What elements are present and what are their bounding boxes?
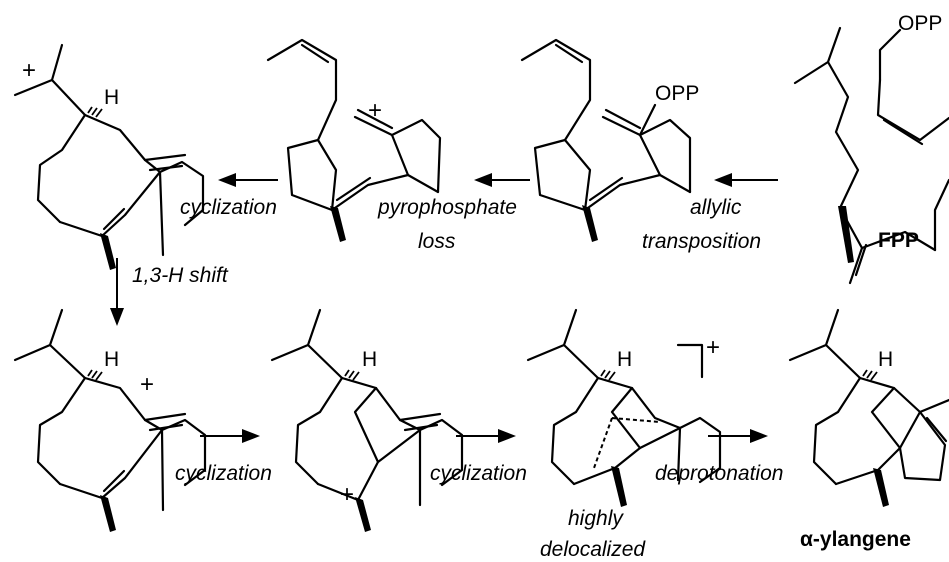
label-transposition: transposition: [642, 230, 761, 253]
opp-label: OPP: [655, 82, 699, 105]
charge-plus: +: [22, 57, 36, 84]
label-13-h-shift: 1,3-H shift: [132, 264, 229, 287]
molecule-allylic-cation: +: [266, 38, 442, 242]
label-cyclization-1: cyclization: [180, 196, 277, 219]
h-label: H: [362, 348, 377, 371]
arrow-hydride-shift: 1,3-H shift: [110, 258, 229, 326]
label-delocalized: delocalized: [540, 538, 646, 561]
label-cyclization-3: cyclization: [430, 462, 527, 485]
methyl-wedge: [100, 233, 116, 270]
methyl-wedge: [838, 206, 854, 263]
molecule-alpha-ylangene: H α-ylangene: [788, 308, 949, 551]
methyl-wedge: [330, 206, 346, 242]
label-highly: highly: [568, 507, 624, 530]
methyl-wedge: [100, 495, 116, 532]
methyl-wedge: [611, 466, 627, 507]
label-cyclization-2: cyclization: [175, 462, 272, 485]
h-label: H: [878, 348, 893, 371]
arrow-allylic-transposition: allylic transposition: [642, 173, 778, 253]
fpp-name: FPP: [878, 229, 919, 252]
charge-plus: +: [368, 97, 382, 124]
arrow-pyrophosphate-loss: pyrophosphate loss: [377, 173, 530, 253]
molecule-delocalized-cation: H + highly delocalized: [526, 308, 722, 561]
label-deprotonation: deprotonation: [655, 462, 783, 485]
label-allylic: allylic: [690, 196, 742, 219]
molecule-nerolidyl-opp: OPP: [520, 38, 699, 242]
label-loss: loss: [418, 230, 456, 253]
methyl-wedge: [873, 468, 889, 507]
arrow-cyclization-2: cyclization: [175, 429, 272, 485]
h-label: H: [617, 348, 632, 371]
molecule-fpp: OPP FPP: [793, 12, 949, 285]
charge-plus: +: [706, 334, 720, 361]
methyl-wedge: [582, 205, 598, 242]
arrow-cyclization-3: cyclization: [430, 429, 527, 485]
methyl-wedge: [355, 497, 371, 532]
arrow-cyclization-1: cyclization: [180, 173, 278, 219]
molecule-germacradienyl-cation: + H: [13, 43, 205, 270]
label-pyrophosphate: pyrophosphate: [377, 196, 517, 219]
h-label: H: [104, 348, 119, 371]
alpha-ylangene-name: α-ylangene: [800, 528, 911, 551]
molecule-shifted-cation: H +: [13, 308, 207, 532]
charge-plus: +: [340, 481, 354, 508]
molecule-bicyclic-cation: H +: [270, 308, 464, 532]
charge-plus: +: [140, 371, 154, 398]
opp-label: OPP: [898, 12, 942, 35]
arrow-deprotonation: deprotonation: [655, 429, 783, 485]
h-label: H: [104, 86, 119, 109]
